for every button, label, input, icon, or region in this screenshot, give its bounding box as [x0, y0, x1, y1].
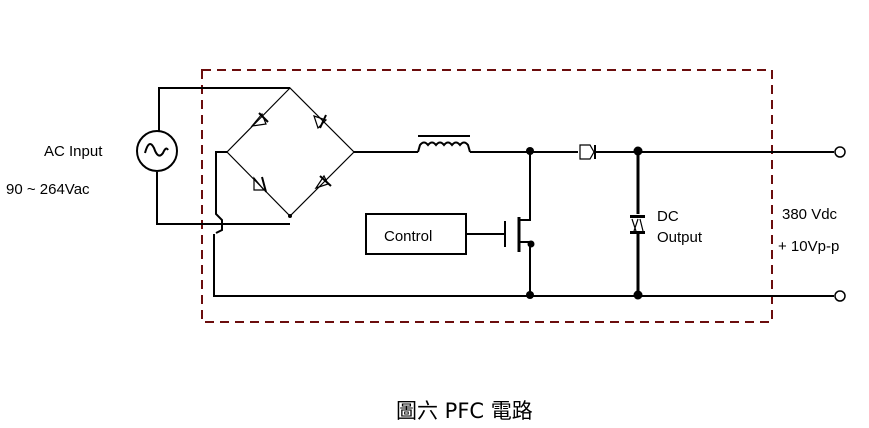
output-voltage-label: 380 Vdc: [782, 206, 838, 223]
mosfet-icon: [504, 208, 535, 296]
ac-input-label: AC Input: [44, 143, 103, 160]
control-label: Control: [384, 228, 432, 245]
dc-output-label-line1: DC: [657, 208, 679, 225]
output-ripple-label: + 10Vp-p: [778, 238, 839, 255]
output-terminal-return: [834, 290, 846, 302]
bridge-diode-icon: [313, 114, 328, 130]
boost-inductor-icon: [417, 135, 471, 153]
output-terminal-positive: [834, 146, 846, 158]
bridge-diode-icon: [253, 176, 267, 193]
boost-diode-icon: [579, 144, 596, 160]
figure-caption: 圖六 PFC 電路: [396, 399, 533, 423]
capacitor-icon: [630, 215, 645, 234]
ac-source-icon: [136, 130, 178, 172]
control-block: Control: [365, 213, 505, 255]
ac-input-range-label: 90 ~ 264Vac: [6, 181, 90, 198]
ac-source-wiring: [156, 87, 290, 225]
bridge-return-wiring: [213, 151, 530, 297]
pfc-module-boundary: [201, 69, 773, 323]
bridge-rectifier: [226, 87, 355, 218]
output-node-bottom: [633, 290, 643, 300]
bridge-diode-icon: [250, 112, 269, 127]
dc-output-label-line2: Output: [657, 229, 703, 246]
bridge-diode-icon: [314, 174, 332, 190]
